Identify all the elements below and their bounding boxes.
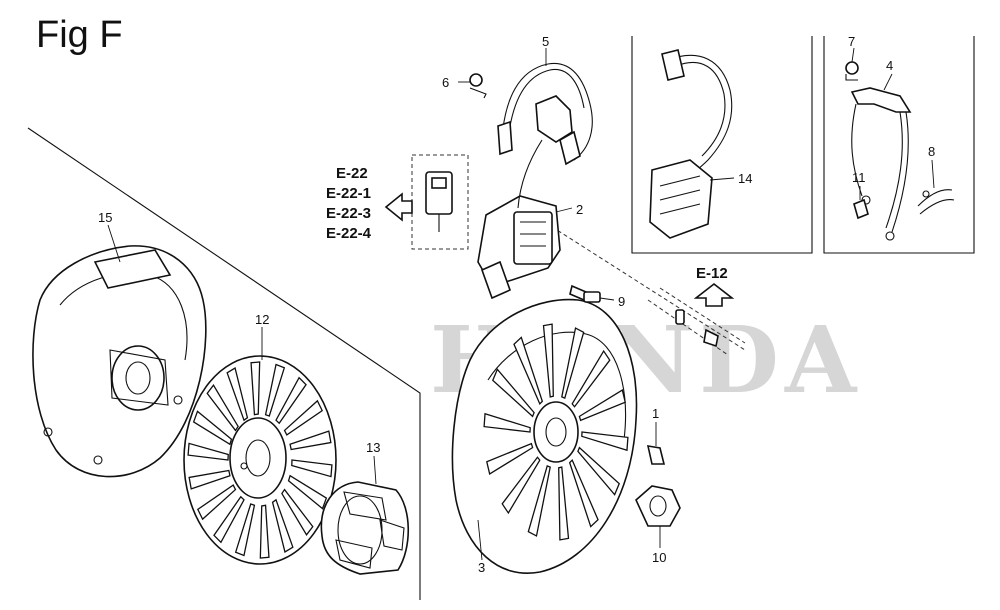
callout-number: 15 bbox=[98, 210, 112, 225]
part-cooling-fan bbox=[183, 355, 337, 565]
callout-number: 12 bbox=[255, 312, 269, 327]
left-panel-outline bbox=[27, 127, 421, 600]
part-ignition-coil-assembly bbox=[649, 49, 733, 239]
callout-number: 5 bbox=[542, 34, 549, 49]
callout-number: 7 bbox=[848, 34, 855, 49]
callout-number: 4 bbox=[886, 58, 893, 73]
reference-label: E-22-1 bbox=[326, 185, 371, 202]
callout-number: 8 bbox=[928, 144, 935, 159]
part-bolt-11 bbox=[853, 198, 869, 220]
reference-label: E-22 bbox=[336, 165, 368, 182]
left-arrow-icon bbox=[384, 192, 413, 222]
part-flywheel bbox=[451, 298, 638, 574]
callout-number: 3 bbox=[478, 560, 485, 575]
part-clamp-8 bbox=[917, 189, 955, 215]
callout-number: 13 bbox=[366, 440, 380, 455]
reference-label: E-12 bbox=[696, 265, 728, 282]
inset-box-ignition-coil bbox=[631, 36, 813, 254]
callout-number: 10 bbox=[652, 550, 666, 565]
figure-title: Fig F bbox=[36, 14, 123, 56]
part-clip-6 bbox=[469, 73, 487, 99]
part-axis-bolt bbox=[675, 309, 719, 348]
callout-number: 1 bbox=[652, 406, 659, 421]
part-woodruff-key bbox=[646, 445, 666, 465]
callout-number: 2 bbox=[576, 202, 583, 217]
inset-box-wire-harness bbox=[823, 36, 975, 254]
part-wire-harness bbox=[850, 87, 912, 241]
reference-label: E-22-3 bbox=[326, 205, 371, 222]
part-starter-pulley bbox=[320, 481, 410, 575]
part-nut bbox=[635, 485, 681, 527]
up-arrow-icon bbox=[693, 282, 735, 307]
callout-number: 14 bbox=[738, 171, 752, 186]
part-clip-7 bbox=[845, 61, 859, 81]
callout-number: 9 bbox=[618, 294, 625, 309]
part-spark-plug-lead bbox=[497, 62, 593, 209]
connector-reference-box bbox=[411, 154, 469, 250]
part-bolt-9 bbox=[569, 284, 601, 303]
reference-label: E-22-4 bbox=[326, 225, 372, 242]
callout-number: 6 bbox=[442, 75, 449, 90]
callout-leaders bbox=[107, 47, 935, 561]
part-ignition-coil bbox=[477, 195, 561, 300]
part-fan-cover bbox=[32, 245, 207, 478]
callout-number: 11 bbox=[852, 170, 866, 185]
